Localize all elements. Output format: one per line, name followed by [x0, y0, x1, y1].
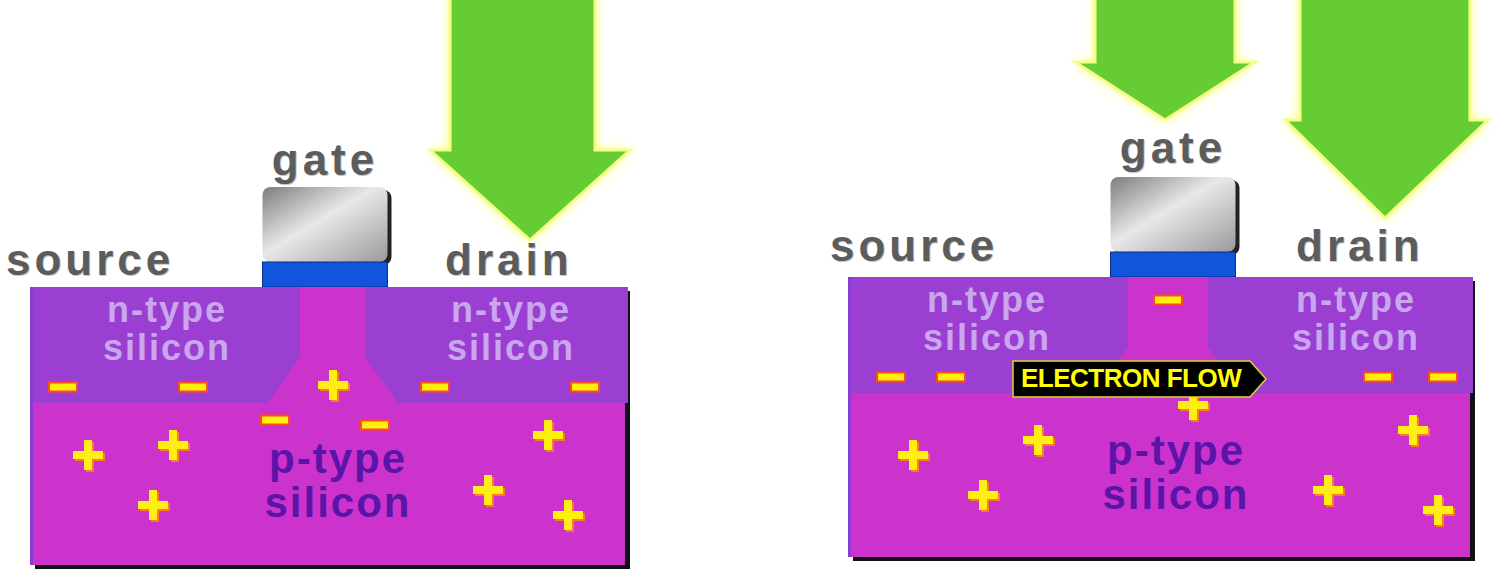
arrow-glow — [1075, 0, 1255, 120]
material-label: p-type silicon — [1051, 429, 1301, 517]
charge-bar — [1409, 415, 1417, 445]
n-type-region: n-type silicon — [365, 287, 628, 403]
gate-label: gate — [240, 136, 410, 184]
gate-electrode: gate — [240, 140, 410, 287]
charge-bar — [84, 440, 92, 470]
negative-charge — [1154, 296, 1182, 305]
metal-contact — [263, 187, 388, 262]
charge-bar — [979, 480, 987, 510]
negative-charge — [49, 383, 77, 392]
charge-bar — [1324, 475, 1332, 505]
n-region-outline — [33, 287, 300, 403]
material-label: n-type silicon — [405, 291, 617, 367]
terminal-label: source — [830, 222, 998, 270]
charge-bar — [1034, 425, 1042, 455]
terminal-label: drain — [445, 236, 573, 284]
charge-bar — [169, 430, 177, 460]
arrow-glow — [430, 0, 630, 240]
oxide-layer — [1111, 252, 1236, 277]
material-label: n-type silicon — [881, 281, 1093, 357]
terminal-label-slot: source — [6, 236, 174, 284]
terminal-label: drain — [1296, 222, 1424, 270]
charge-bar — [909, 440, 917, 470]
terminal-label-slot: drain — [1296, 222, 1424, 270]
voltage-arrow — [1075, 0, 1255, 120]
positive-charge — [158, 430, 190, 462]
positive-charge — [898, 440, 930, 472]
flow-label: ELECTRON FLOW — [1021, 361, 1241, 395]
material-label: p-type silicon — [213, 437, 463, 525]
positive-charge — [968, 480, 1000, 512]
metal-contact — [1111, 177, 1236, 252]
negative-charge — [571, 383, 599, 392]
arrow-body — [1075, 0, 1255, 120]
arrow-body — [430, 0, 630, 240]
negative-charge — [937, 373, 965, 382]
arrow-body — [1285, 0, 1488, 218]
positive-charge — [138, 490, 170, 522]
electron-flow-arrow: ELECTRON FLOW — [1013, 361, 1266, 397]
oxide-layer — [263, 262, 388, 287]
negative-charge — [179, 383, 207, 392]
terminal-label-slot: drain — [445, 236, 573, 284]
terminal-label-slot: source — [830, 222, 998, 270]
positive-charge — [318, 370, 350, 402]
negative-charge — [877, 373, 905, 382]
p-type-substrate: p-type silicon n-type silicon n-type silic… — [30, 287, 625, 565]
gate-label: gate — [1088, 124, 1258, 172]
positive-charge — [1398, 415, 1430, 447]
charge-bar — [484, 475, 492, 505]
arrow-glow — [1285, 0, 1488, 218]
charge-bar — [1434, 495, 1442, 525]
voltage-arrow — [1285, 0, 1488, 218]
charge-bar — [564, 500, 572, 530]
negative-charge — [361, 421, 389, 430]
material-label: n-type silicon — [61, 291, 273, 367]
negative-charge — [1429, 373, 1457, 382]
n-type-region: n-type silicon — [33, 287, 300, 403]
negative-charge — [421, 383, 449, 392]
positive-charge — [473, 475, 505, 507]
flow-arrow-shape — [1013, 361, 1266, 397]
positive-charge — [73, 440, 105, 472]
positive-charge — [1423, 495, 1455, 527]
p-type-substrate: p-type silicon n-type silicon n-type silic… — [848, 277, 1470, 557]
negative-charge — [1364, 373, 1392, 382]
negative-charge — [261, 416, 289, 425]
positive-charge — [1313, 475, 1345, 507]
voltage-arrow — [430, 0, 630, 240]
positive-charge — [553, 500, 585, 532]
material-label: n-type silicon — [1250, 281, 1462, 357]
positive-charge — [533, 420, 565, 452]
terminal-label: source — [6, 236, 174, 284]
charge-bar — [544, 420, 552, 450]
charge-bar — [149, 490, 157, 520]
n-region-outline — [365, 287, 628, 403]
positive-charge — [1023, 425, 1055, 457]
charge-bar — [329, 370, 337, 400]
gate-electrode: gate — [1088, 128, 1258, 277]
